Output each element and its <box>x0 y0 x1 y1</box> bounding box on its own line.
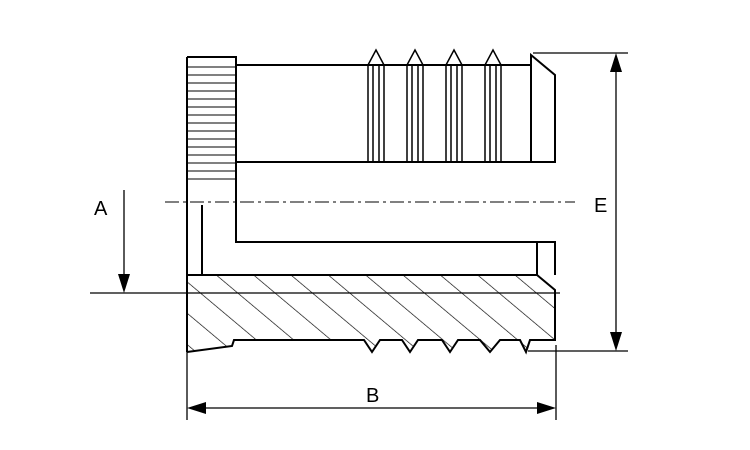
knurl-lines <box>187 66 236 180</box>
dimension-e <box>528 52 628 352</box>
rib <box>406 48 424 162</box>
rib <box>367 48 385 162</box>
dimension-a-label: A <box>94 198 108 220</box>
section-hatch <box>187 275 555 352</box>
dimension-b-label: B <box>366 385 379 407</box>
bore-ledge <box>537 241 556 275</box>
rib <box>484 48 502 162</box>
upper-body-outline <box>236 52 556 163</box>
dimension-e-label: E <box>594 195 607 217</box>
dimension-a <box>90 190 560 294</box>
rib <box>445 48 463 162</box>
dimension-b <box>186 345 557 420</box>
rib-grooves <box>367 48 502 162</box>
